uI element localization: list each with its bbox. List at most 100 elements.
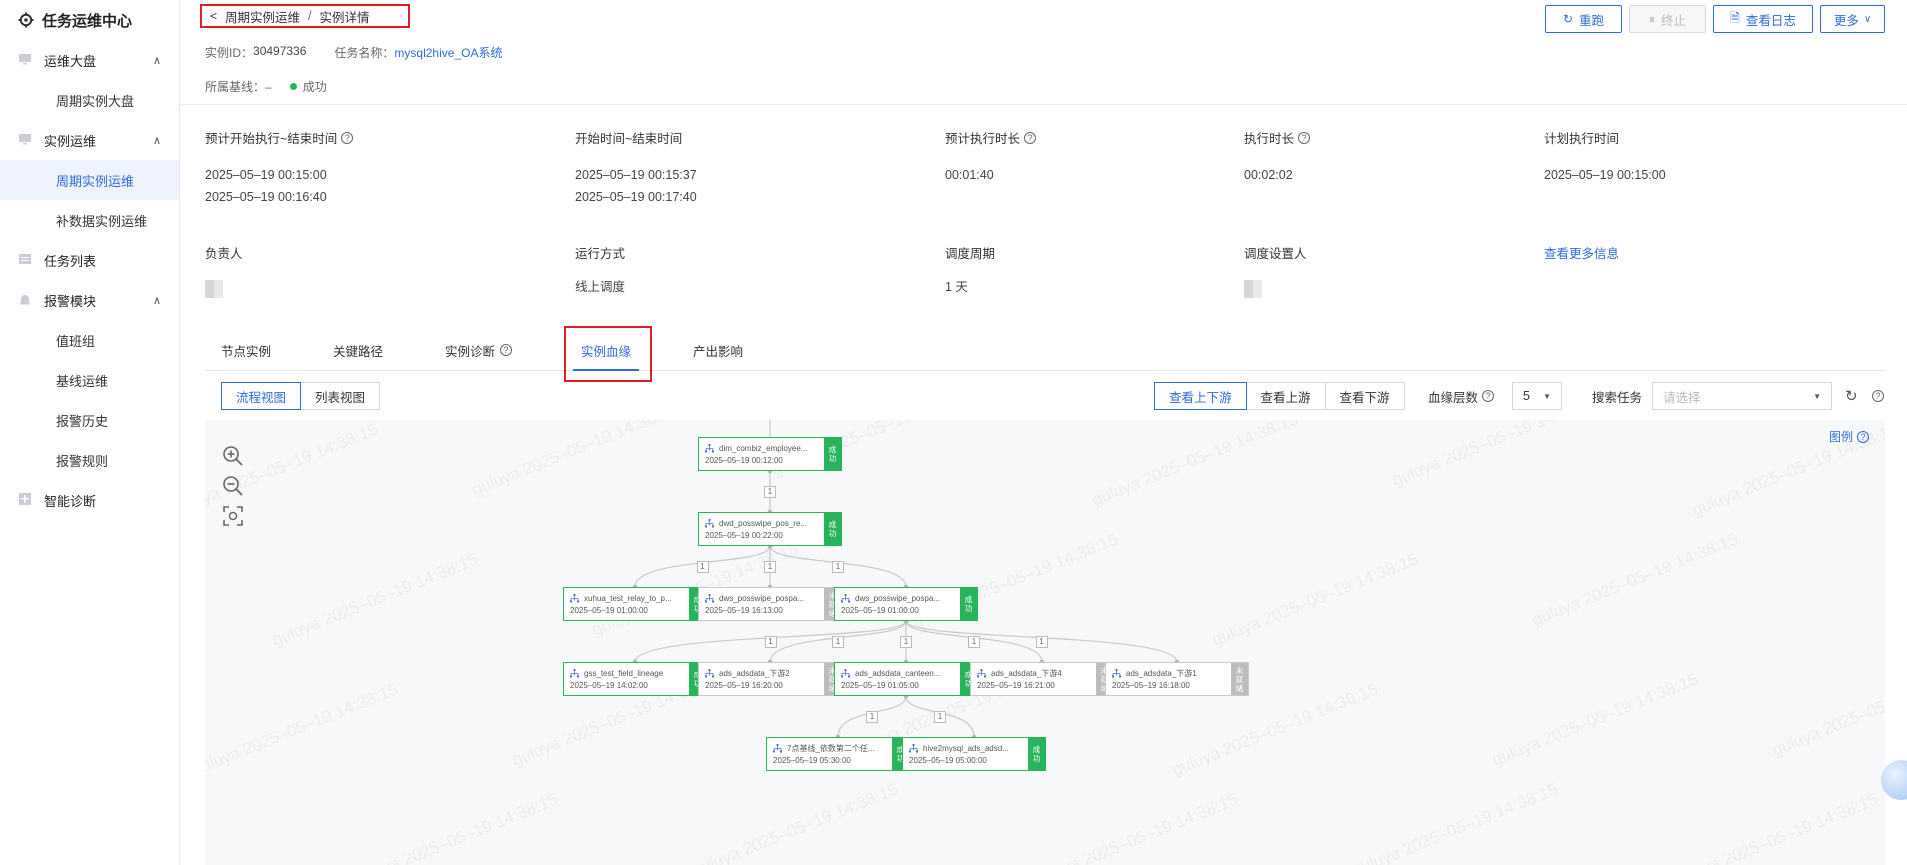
help-icon[interactable]: ? <box>1482 390 1495 402</box>
sidebar-group-2[interactable]: 任务列表 <box>0 240 179 280</box>
monitor-icon <box>18 52 34 68</box>
help-icon[interactable]: ? <box>1872 382 1884 410</box>
chevron-up-icon[interactable]: ∧ <box>152 54 161 67</box>
sidebar-group-label: 报警模块 <box>44 293 97 309</box>
node-time: 2025–05–19 16:18:00 <box>1112 681 1190 690</box>
node-name: ads_adsdata_下游1 <box>1126 668 1197 678</box>
sidebar-group-1[interactable]: 实例运维∧ <box>0 120 179 160</box>
tab-lineage[interactable]: 实例血缘 <box>572 330 640 371</box>
depth-label: 血缘层数? <box>1428 382 1495 410</box>
lineage-node[interactable]: dwd_posswipe_pos_re...2025–05–19 00:22:0… <box>698 512 842 546</box>
tab-node-instance[interactable]: 节点实例 <box>221 330 271 370</box>
lineage-node[interactable]: ads_adsdata_canteen...2025–05–19 01:05:0… <box>834 662 978 696</box>
lineage-node[interactable]: hive2mysql_ads_adsd... 2025–05–19 05:00:0… <box>902 737 1046 771</box>
edge-weight-label: 1 <box>934 710 946 723</box>
view-log-label: 查看日志 <box>1745 13 1796 28</box>
zoom-in-icon[interactable] <box>221 444 245 468</box>
chevron-up-icon[interactable]: ∧ <box>152 294 161 307</box>
node-time: 2025–05–19 05:00:00 <box>909 756 987 765</box>
refresh-icon[interactable]: ↻ <box>1845 388 1858 405</box>
search-task-select[interactable]: 请选择▼ <box>1652 382 1832 410</box>
tab-critical-path[interactable]: 关键路径 <box>333 330 383 370</box>
node-body: dws_posswipe_pospa...2025–05–19 01:00:00 <box>835 588 960 620</box>
node-name: hive2mysql_ads_adsd... <box>923 743 1009 753</box>
diagnose-icon <box>18 492 34 508</box>
node-name-row: ads_adsdata_下游2 <box>705 666 824 680</box>
sidebar-group-3[interactable]: 报警模块 ∧ <box>0 280 179 320</box>
node-name-row: dws_posswipe_pospa... <box>841 591 960 605</box>
rerun-button[interactable]: ↻重跑 <box>1545 5 1622 33</box>
node-body: dim_combiz_employee...2025–05–19 00:12:0… <box>699 438 824 470</box>
node-name-row: ads_adsdata_canteen... <box>841 666 960 680</box>
tab-output-impact[interactable]: 产出影响 <box>693 330 743 370</box>
downstream-button[interactable]: 查看下游 <box>1324 382 1405 410</box>
node-name: ads_adsdata_下游2 <box>719 668 790 678</box>
sidebar-item[interactable]: 基线运维 <box>56 373 109 389</box>
sidebar-item[interactable]: 周期实例大盘 <box>56 93 135 109</box>
info-setter: 调度设置人 <box>1244 243 1307 298</box>
node-name-row: xuhua_test_relay_to_p... <box>570 591 689 605</box>
expected-start: 2025–05–19 00:15:00 <box>205 168 327 182</box>
lineage-node[interactable]: xuhua_test_relay_to_p...2025–05–19 01:00… <box>563 587 707 621</box>
owner-label: 负责人 <box>205 247 243 261</box>
node-time: 2025–05–19 16:20:00 <box>705 681 783 690</box>
tab-label: 节点实例 <box>221 344 272 359</box>
up-down-stream-button[interactable]: 查看上下游 <box>1154 382 1247 410</box>
help-icon[interactable]: ? <box>1298 131 1311 144</box>
zoom-out-icon[interactable] <box>221 474 245 498</box>
task-name-link[interactable]: mysql2hive_OA系统 <box>394 46 503 60</box>
status-text: 成功 <box>302 80 327 94</box>
node-status-badge: 成功 <box>824 513 841 545</box>
back-icon[interactable]: < <box>210 9 218 23</box>
sidebar-item[interactable]: 报警历史 <box>56 413 109 429</box>
more-info-link[interactable]: 查看更多信息 <box>1544 247 1620 261</box>
main-content: < 周期实例运维 / 实例详情 实例ID： 30497336 任务名称： mys… <box>180 0 1907 865</box>
view-switch: 流程视图 列表视图 <box>221 382 381 410</box>
baseline-value: – <box>265 79 272 94</box>
breadcrumb-parent[interactable]: 周期实例运维 <box>225 10 301 25</box>
hierarchy-icon <box>705 518 714 527</box>
assistant-orb[interactable] <box>1881 760 1907 800</box>
tab-label: 关键路径 <box>333 344 384 359</box>
chevron-up-icon[interactable]: ∧ <box>152 134 161 147</box>
expected-time-label: 预计开始执行~结束时间 <box>205 132 338 146</box>
document-icon: 🗎 <box>1730 10 1740 25</box>
node-body: dws_posswipe_pospa...2025–05–19 16:13:00 <box>699 588 824 620</box>
more-button[interactable]: 更多∨ <box>1820 5 1885 33</box>
lineage-node[interactable]: dim_combiz_employee...2025–05–19 00:12:0… <box>698 437 842 471</box>
tab-diagnosis[interactable]: 实例诊断? <box>445 330 513 370</box>
lineage-node[interactable]: dws_posswipe_pospa...2025–05–19 16:13:00… <box>698 587 842 621</box>
sidebar-group-4[interactable]: 智能诊断 <box>0 480 179 520</box>
node-time: 2025–05–19 01:00:00 <box>570 606 648 615</box>
fit-view-icon[interactable] <box>221 504 245 528</box>
list-view-button[interactable]: 列表视图 <box>300 382 381 410</box>
help-icon[interactable]: ? <box>341 131 354 144</box>
depth-select[interactable]: 5▼ <box>1512 382 1562 410</box>
upstream-button[interactable]: 查看上游 <box>1245 382 1326 410</box>
sidebar-item[interactable]: 周期实例运维 <box>0 160 179 200</box>
sidebar-item[interactable]: 报警规则 <box>56 453 109 469</box>
avatar <box>205 280 223 298</box>
detail-tabs: 节点实例 关键路径 实例诊断? 实例血缘 产出影响 <box>205 330 1885 371</box>
lineage-node[interactable]: dws_posswipe_pospa...2025–05–19 01:00:00… <box>834 587 978 621</box>
tab-label: 实例诊断 <box>445 344 496 359</box>
depth-value: 5 <box>1523 389 1530 403</box>
view-log-button[interactable]: 🗎 查看日志 <box>1713 5 1813 33</box>
terminate-button[interactable]: ⏸终止 <box>1629 5 1706 33</box>
edge-weight-label: 1 <box>832 635 844 648</box>
sidebar-group-0[interactable]: 运维大盘∧ <box>0 40 179 80</box>
legend-link[interactable]: 图例? <box>1829 428 1869 445</box>
sidebar-item[interactable]: 值班组 <box>56 333 96 349</box>
run-mode-label: 运行方式 <box>575 247 626 261</box>
flow-view-button[interactable]: 流程视图 <box>221 382 302 410</box>
sidebar-item[interactable]: 补数据实例运维 <box>56 213 148 229</box>
edge-weight-label: 1 <box>764 560 776 573</box>
help-icon[interactable]: ? <box>1024 131 1037 144</box>
